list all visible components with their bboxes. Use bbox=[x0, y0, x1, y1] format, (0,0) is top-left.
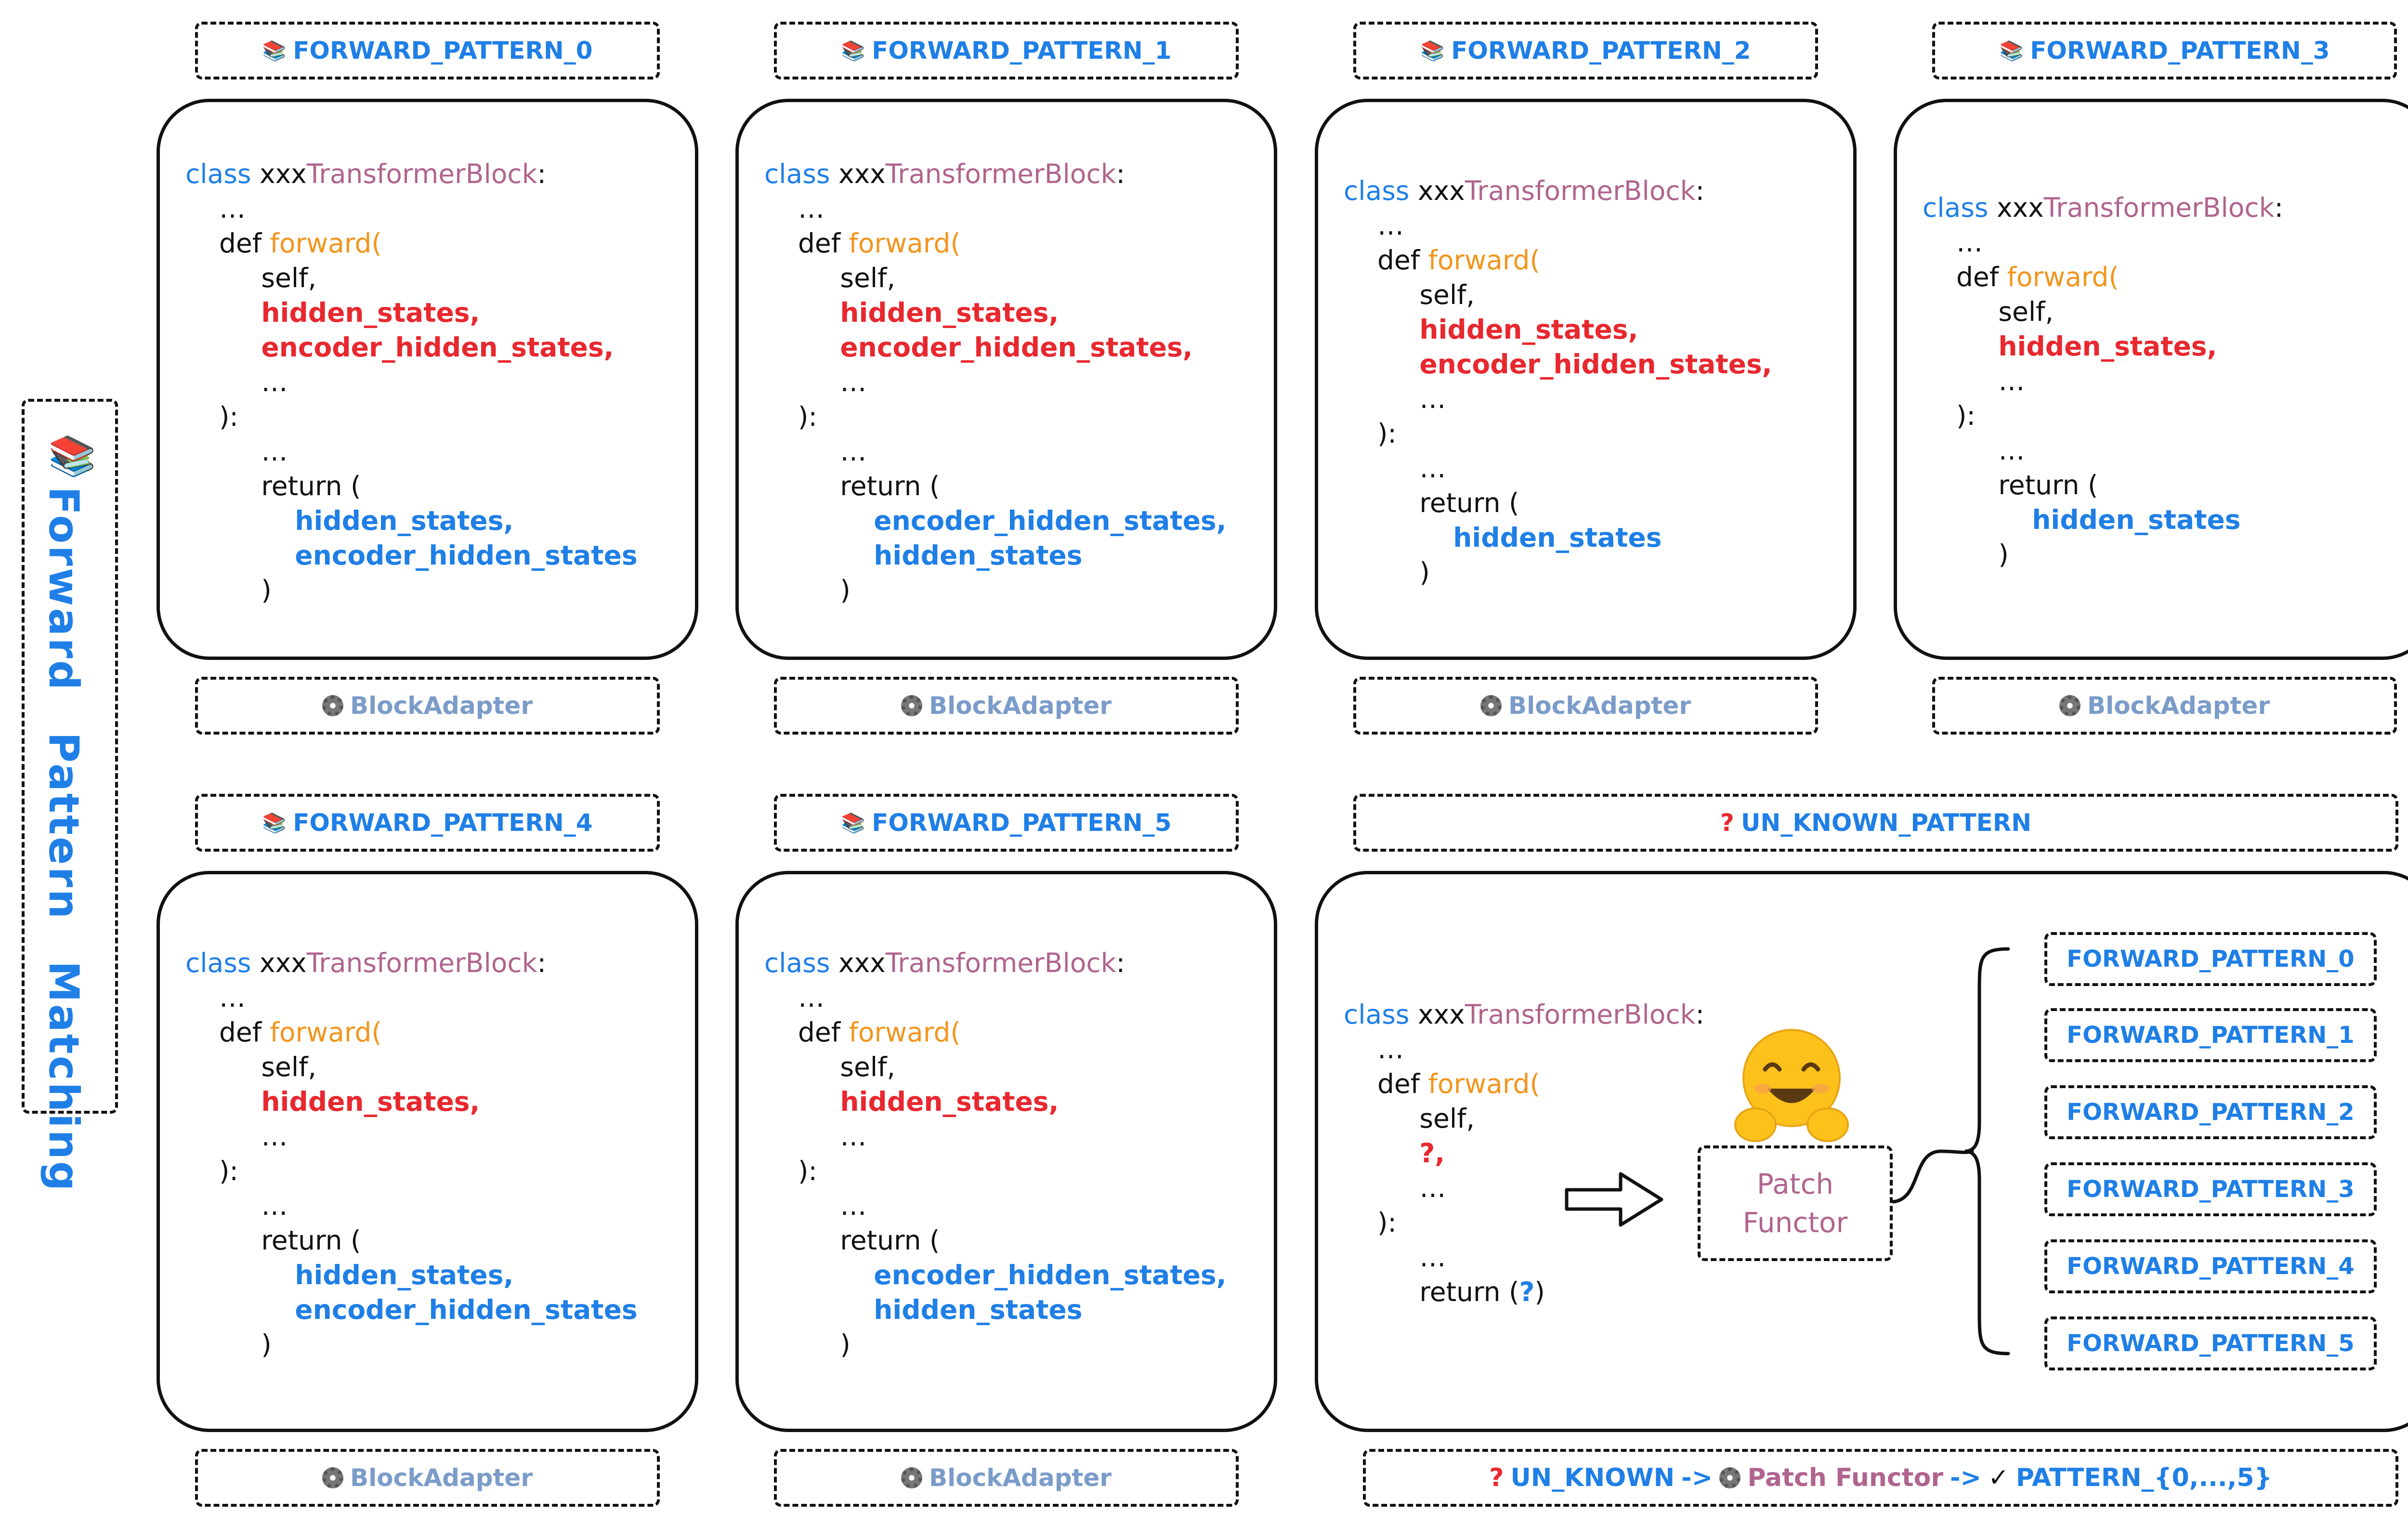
pattern-0-adapter: BlockAdapter bbox=[195, 677, 660, 735]
unknown-list-item-1: FORWARD_PATTERN_1 bbox=[2044, 1008, 2377, 1062]
unknown-pattern-header: ?UN_KNOWN_PATTERN bbox=[1353, 794, 2398, 852]
side-title-box bbox=[22, 399, 118, 1114]
unknown-pattern-code: class xxxTransformerBlock: … def forward… bbox=[1344, 999, 1704, 1307]
pattern-0-header: 📚 FORWARD_PATTERN_0 bbox=[195, 22, 660, 79]
pattern-3-header: 📚 FORWARD_PATTERN_3 bbox=[1932, 22, 2397, 79]
gear-icon bbox=[1480, 695, 1502, 716]
pattern-1-card bbox=[735, 99, 1277, 660]
patch-functor-box: Patch Functor bbox=[1698, 1145, 1893, 1261]
gear-icon bbox=[1719, 1467, 1741, 1488]
pattern-0-label: FORWARD_PATTERN_0 bbox=[293, 37, 593, 65]
pattern-5-card bbox=[735, 871, 1277, 1432]
check-mark-icon: ✓ bbox=[1988, 1463, 2009, 1492]
pattern-3-adapter: BlockAdapter bbox=[1932, 677, 2397, 735]
unknown-list-item-4: FORWARD_PATTERN_4 bbox=[2044, 1239, 2377, 1293]
arrow-right-icon bbox=[1565, 1172, 1663, 1227]
pattern-3-code: class xxxTransformerBlock: … def forward… bbox=[1923, 192, 2283, 570]
pattern-3-label: FORWARD_PATTERN_3 bbox=[2030, 37, 2330, 65]
pattern-4-card bbox=[157, 871, 698, 1432]
pattern-1-label: FORWARD_PATTERN_1 bbox=[872, 37, 1172, 65]
books-icon: 📚 bbox=[262, 39, 287, 62]
gear-icon bbox=[901, 695, 922, 716]
gear-icon bbox=[901, 1467, 922, 1488]
unknown-pattern-label: UN_KNOWN_PATTERN bbox=[1741, 809, 2032, 837]
gear-icon bbox=[322, 1467, 343, 1488]
pattern-1-header: 📚 FORWARD_PATTERN_1 bbox=[774, 22, 1239, 79]
books-icon: 📚 bbox=[841, 39, 865, 62]
books-icon: 📚 bbox=[1999, 39, 2024, 62]
unknown-summary: ? UN_KNOWN -> Patch Functor -> ✓ PATTERN… bbox=[1363, 1449, 2398, 1507]
pattern-0-code: class xxxTransformerBlock: … def forward… bbox=[185, 158, 638, 605]
pattern-5-code: class xxxTransformerBlock: … def forward… bbox=[764, 947, 1227, 1360]
unknown-list-item-0: FORWARD_PATTERN_0 bbox=[2044, 932, 2377, 986]
unknown-list-item-5: FORWARD_PATTERN_5 bbox=[2044, 1316, 2377, 1370]
question-mark-icon: ? bbox=[1720, 809, 1734, 837]
pattern-1-code: class xxxTransformerBlock: … def forward… bbox=[764, 158, 1227, 605]
side-title: Forward Pattern Matching bbox=[39, 487, 88, 1193]
books-icon: 📚 bbox=[262, 812, 287, 834]
pattern-2-adapter: BlockAdapter bbox=[1353, 677, 1818, 735]
pattern-4-adapter: BlockAdapter bbox=[195, 1449, 660, 1507]
pattern-2-label: FORWARD_PATTERN_2 bbox=[1451, 37, 1751, 65]
pattern-5-header: 📚 FORWARD_PATTERN_5 bbox=[774, 794, 1239, 852]
pattern-2-code: class xxxTransformerBlock: … def forward… bbox=[1344, 175, 1772, 588]
books-icon: 📚 bbox=[48, 434, 96, 478]
pattern-3-card bbox=[1894, 99, 2408, 660]
gear-icon bbox=[322, 695, 343, 716]
pattern-4-label: FORWARD_PATTERN_4 bbox=[293, 809, 593, 837]
pattern-1-adapter: BlockAdapter bbox=[774, 677, 1239, 735]
unknown-list-item-3: FORWARD_PATTERN_3 bbox=[2044, 1162, 2377, 1216]
pattern-0-card bbox=[157, 99, 698, 660]
unknown-pattern-card bbox=[1315, 871, 2408, 1432]
books-icon: 📚 bbox=[841, 812, 865, 834]
question-mark-icon: ? bbox=[1489, 1463, 1504, 1492]
unknown-list-item-2: FORWARD_PATTERN_2 bbox=[2044, 1085, 2377, 1139]
pattern-4-header: 📚 FORWARD_PATTERN_4 bbox=[195, 794, 660, 852]
books-icon: 📚 bbox=[1420, 39, 1445, 62]
pattern-2-card bbox=[1315, 99, 1857, 660]
pattern-4-code: class xxxTransformerBlock: … def forward… bbox=[185, 947, 638, 1360]
gear-icon bbox=[2059, 695, 2081, 716]
pattern-5-adapter: BlockAdapter bbox=[774, 1449, 1239, 1507]
pattern-5-label: FORWARD_PATTERN_5 bbox=[872, 809, 1172, 837]
hugging-face-icon bbox=[1734, 1029, 1849, 1142]
brace-connector bbox=[1893, 947, 2010, 1355]
pattern-2-header: 📚 FORWARD_PATTERN_2 bbox=[1353, 22, 1818, 79]
